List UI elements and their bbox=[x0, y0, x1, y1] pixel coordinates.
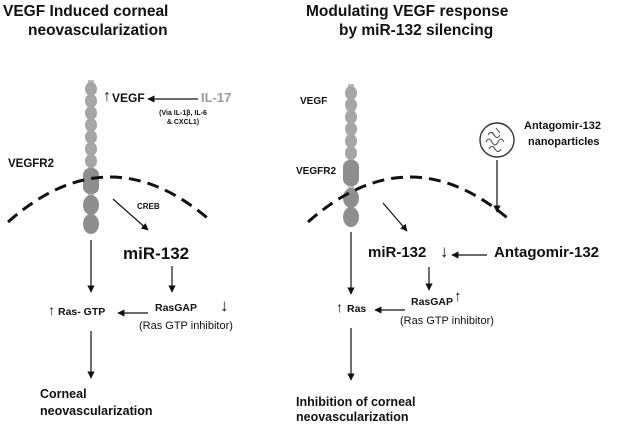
right-ras-label: Ras bbox=[347, 303, 367, 315]
right-mir132-down-arrow: ↓ bbox=[440, 242, 449, 261]
left-receptor-kinase-2 bbox=[83, 214, 99, 234]
right-receptor-bead bbox=[345, 146, 357, 160]
right-receptor bbox=[343, 84, 359, 227]
il17-label: IL-17 bbox=[201, 90, 232, 105]
left-outcome-line1: Corneal bbox=[40, 387, 87, 401]
right-ras-inhibitor-label: (Ras GTP inhibitor) bbox=[400, 315, 494, 327]
left-receptor-transmembrane bbox=[83, 168, 99, 194]
left-receptor-kinase-1 bbox=[83, 195, 99, 215]
right-receptor-bead bbox=[345, 110, 357, 124]
nanoparticle-icon bbox=[479, 122, 515, 158]
left-ras-inhibitor-label: (Ras GTP inhibitor) bbox=[139, 320, 233, 332]
right-receptor-kinase-1 bbox=[343, 188, 359, 208]
left-receptor-bead bbox=[85, 82, 97, 96]
left-rasgap-down-arrow: ↓ bbox=[220, 296, 229, 315]
left-title-line1: VEGF Induced corneal bbox=[3, 3, 169, 20]
right-rasgap-label: RasGAP bbox=[411, 296, 454, 308]
arrow-receptor-to-mir132 bbox=[382, 202, 408, 232]
left-receptor-bead bbox=[85, 118, 97, 132]
right-title-line2: by miR-132 silencing bbox=[339, 22, 494, 39]
right-receptor-kinase-2 bbox=[343, 207, 359, 227]
via-cytokines-line2: & CXCL1) bbox=[166, 119, 200, 126]
right-receptor-bead bbox=[345, 98, 357, 112]
right-ras-up-arrow: ↑ bbox=[336, 299, 343, 315]
antagomir-label: Antagomir-132 bbox=[494, 244, 600, 261]
ras-gtp-label: Ras- GTP bbox=[58, 306, 106, 318]
left-receptor-bead bbox=[85, 130, 97, 144]
nanoparticles-label-line1: Antagomir-132 bbox=[524, 120, 602, 132]
right-receptor-bead bbox=[345, 86, 357, 100]
arrow-receptor-to-creb bbox=[112, 198, 149, 231]
left-vegf-label: VEGF bbox=[112, 91, 145, 105]
left-title-line2: neovascularization bbox=[28, 22, 168, 39]
left-receptor-bead bbox=[85, 154, 97, 168]
right-mir132-label: miR-132 bbox=[368, 244, 427, 261]
right-vegfr2-label: VEGFR2 bbox=[296, 166, 337, 177]
right-receptor-transmembrane bbox=[343, 160, 359, 186]
left-receptor-bead bbox=[85, 106, 97, 120]
right-receptor-bead bbox=[345, 134, 357, 148]
left-rasgap-label: RasGAP bbox=[155, 302, 198, 314]
right-cell-membrane bbox=[307, 175, 513, 224]
right-outcome-line1: Inhibition of corneal bbox=[296, 395, 416, 409]
nanoparticles-label-line2: nanoparticles bbox=[528, 136, 600, 148]
right-vegf-label: VEGF bbox=[300, 96, 328, 107]
via-cytokines-line1: (Via IL-1β, IL-6 bbox=[159, 110, 207, 117]
right-receptor-bead bbox=[345, 122, 357, 136]
left-mir132-label: miR-132 bbox=[123, 244, 190, 263]
left-receptor-bead bbox=[85, 94, 97, 108]
right-outcome-line2: neovascularization bbox=[296, 410, 409, 424]
left-vegfr2-label: VEGFR2 bbox=[8, 158, 55, 170]
left-ras-up-arrow: ↑ bbox=[48, 302, 55, 318]
right-rasgap-up-arrow: ↑ bbox=[454, 288, 462, 305]
left-receptor bbox=[83, 80, 99, 234]
left-cell-membrane bbox=[7, 175, 213, 224]
creb-label: CREB bbox=[137, 202, 160, 211]
left-receptor-bead bbox=[85, 142, 97, 156]
left-vegf-up-arrow: ↑ bbox=[103, 88, 111, 105]
right-title-line1: Modulating VEGF response bbox=[306, 3, 509, 20]
left-outcome-line2: neovascularization bbox=[40, 404, 153, 418]
